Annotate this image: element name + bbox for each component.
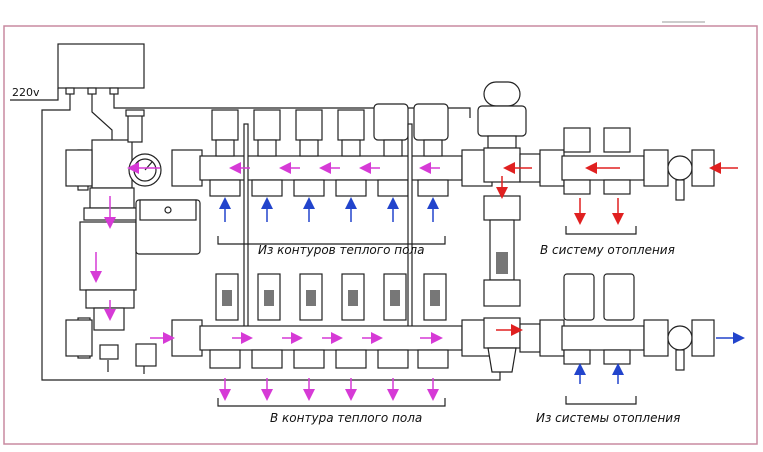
label-from-floor-loops: Из контуров теплого пола — [258, 243, 424, 257]
brace-from-floor — [217, 236, 446, 245]
power-cable — [10, 88, 59, 101]
bracket-left — [243, 123, 249, 337]
power-label: 220v — [12, 86, 40, 99]
top-outlets — [209, 179, 449, 197]
bracket-right — [407, 123, 413, 337]
drawing-frame — [3, 25, 758, 445]
label-to-floor-loops: В контура теплого пола — [270, 411, 422, 425]
flow-meters — [215, 273, 447, 321]
mixing-column — [477, 81, 527, 373]
top-valve-caps — [211, 103, 449, 157]
brace-from-heating — [565, 396, 637, 405]
bottom-right-connection — [519, 273, 715, 371]
top-right-connection — [519, 127, 715, 201]
label-to-heating-system: В систему отопления — [540, 243, 675, 257]
controller-box — [57, 43, 145, 95]
bottom-manifold — [171, 273, 493, 369]
top-manifold — [171, 103, 493, 197]
bottom-outlets — [209, 349, 449, 369]
brace-to-heating — [565, 226, 637, 235]
brace-to-floor — [217, 398, 446, 407]
label-from-heating-system: Из системы отопления — [536, 411, 680, 425]
